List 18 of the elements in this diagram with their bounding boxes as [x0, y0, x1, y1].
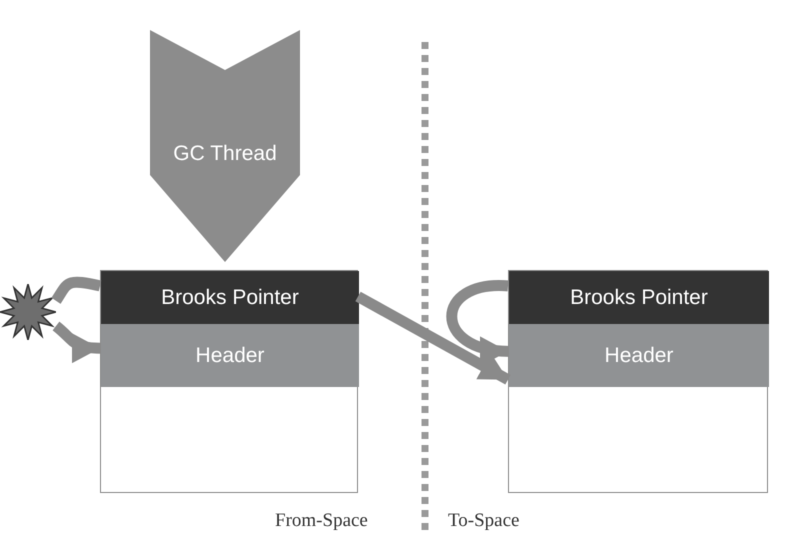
pointer-band — [101, 271, 359, 324]
header-band — [101, 324, 359, 387]
burst-icon — [0, 284, 56, 340]
object-box — [508, 270, 768, 493]
space-label: From-Space — [275, 510, 368, 532]
pointer-band — [509, 271, 769, 324]
chevron-arrow — [150, 30, 300, 262]
arrow — [355, 292, 511, 385]
band-label: Header — [604, 344, 674, 368]
header-band — [509, 324, 769, 387]
object-box — [100, 270, 358, 493]
band-label: Brooks Pointer — [570, 286, 708, 310]
band-label: Header — [196, 344, 264, 368]
arrow — [52, 322, 100, 362]
space-label: To-Space — [448, 510, 520, 532]
arrow — [446, 280, 508, 364]
arrow-label: GC Thread — [173, 142, 277, 166]
band-label: Brooks Pointer — [161, 286, 299, 310]
